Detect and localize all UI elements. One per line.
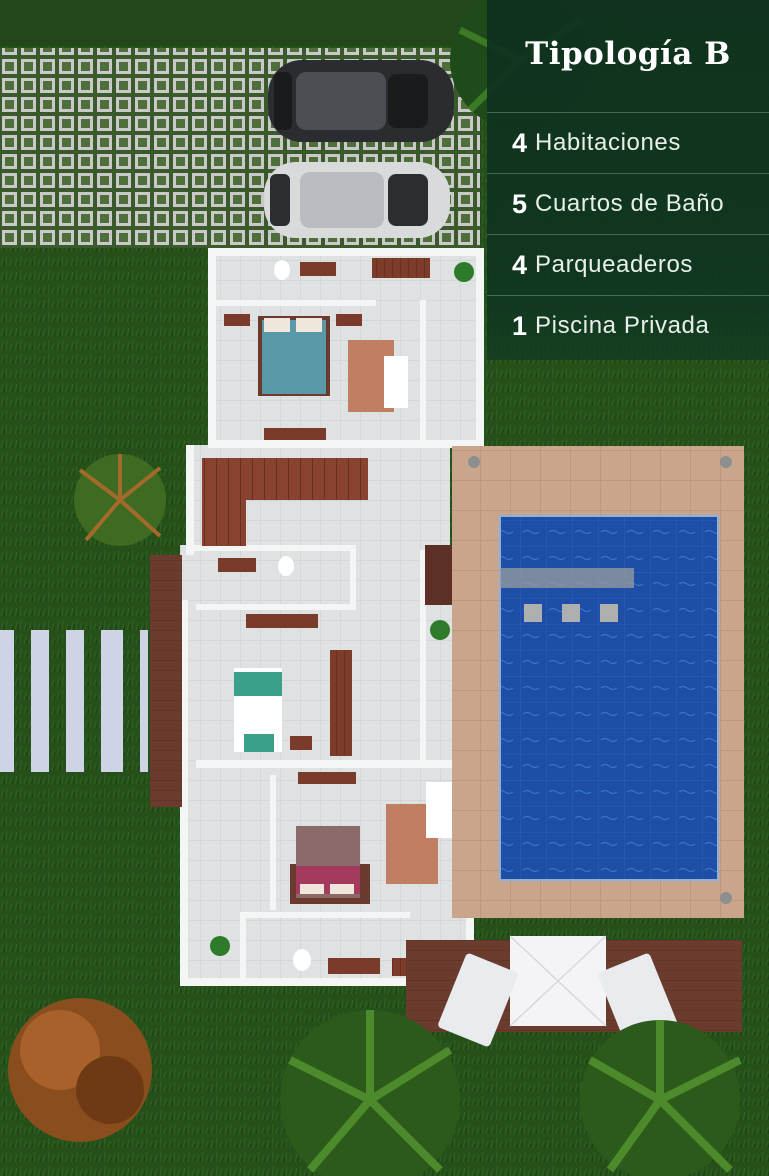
feature-item: 1 Piscina Privada [487,295,769,356]
feature-item: 4 Parqueaderos [487,234,769,295]
features-panel: Tipología B 4 Habitaciones 5 Cuartos de … [487,0,769,360]
palm-tree-icon [74,454,166,546]
umbrella-icon [509,935,607,1027]
feature-label: Cuartos de Baño [535,190,725,217]
stepping-stones [0,630,148,772]
car-icon [268,60,454,142]
feature-label: Habitaciones [535,129,681,156]
palm-tree-icon [580,1020,742,1176]
house-plan [150,248,490,986]
feature-count: 1 [512,310,528,341]
page-title: Tipología B [525,36,731,72]
feature-count: 4 [512,127,528,158]
bed-icon [290,826,370,904]
bed-icon [258,316,330,396]
feature-item: 5 Cuartos de Baño [487,173,769,234]
feature-label: Parqueaderos [535,251,694,278]
feature-label: Piscina Privada [535,312,710,339]
bed-icon [234,668,282,752]
feature-item: 4 Habitaciones [487,112,769,173]
palm-tree-icon [280,1010,460,1176]
feature-count: 5 [512,188,528,219]
hedge [0,0,487,46]
sun-lounger-icon [438,953,518,1047]
car-icon [264,162,450,238]
tree [8,998,152,1142]
feature-count: 4 [512,249,528,280]
